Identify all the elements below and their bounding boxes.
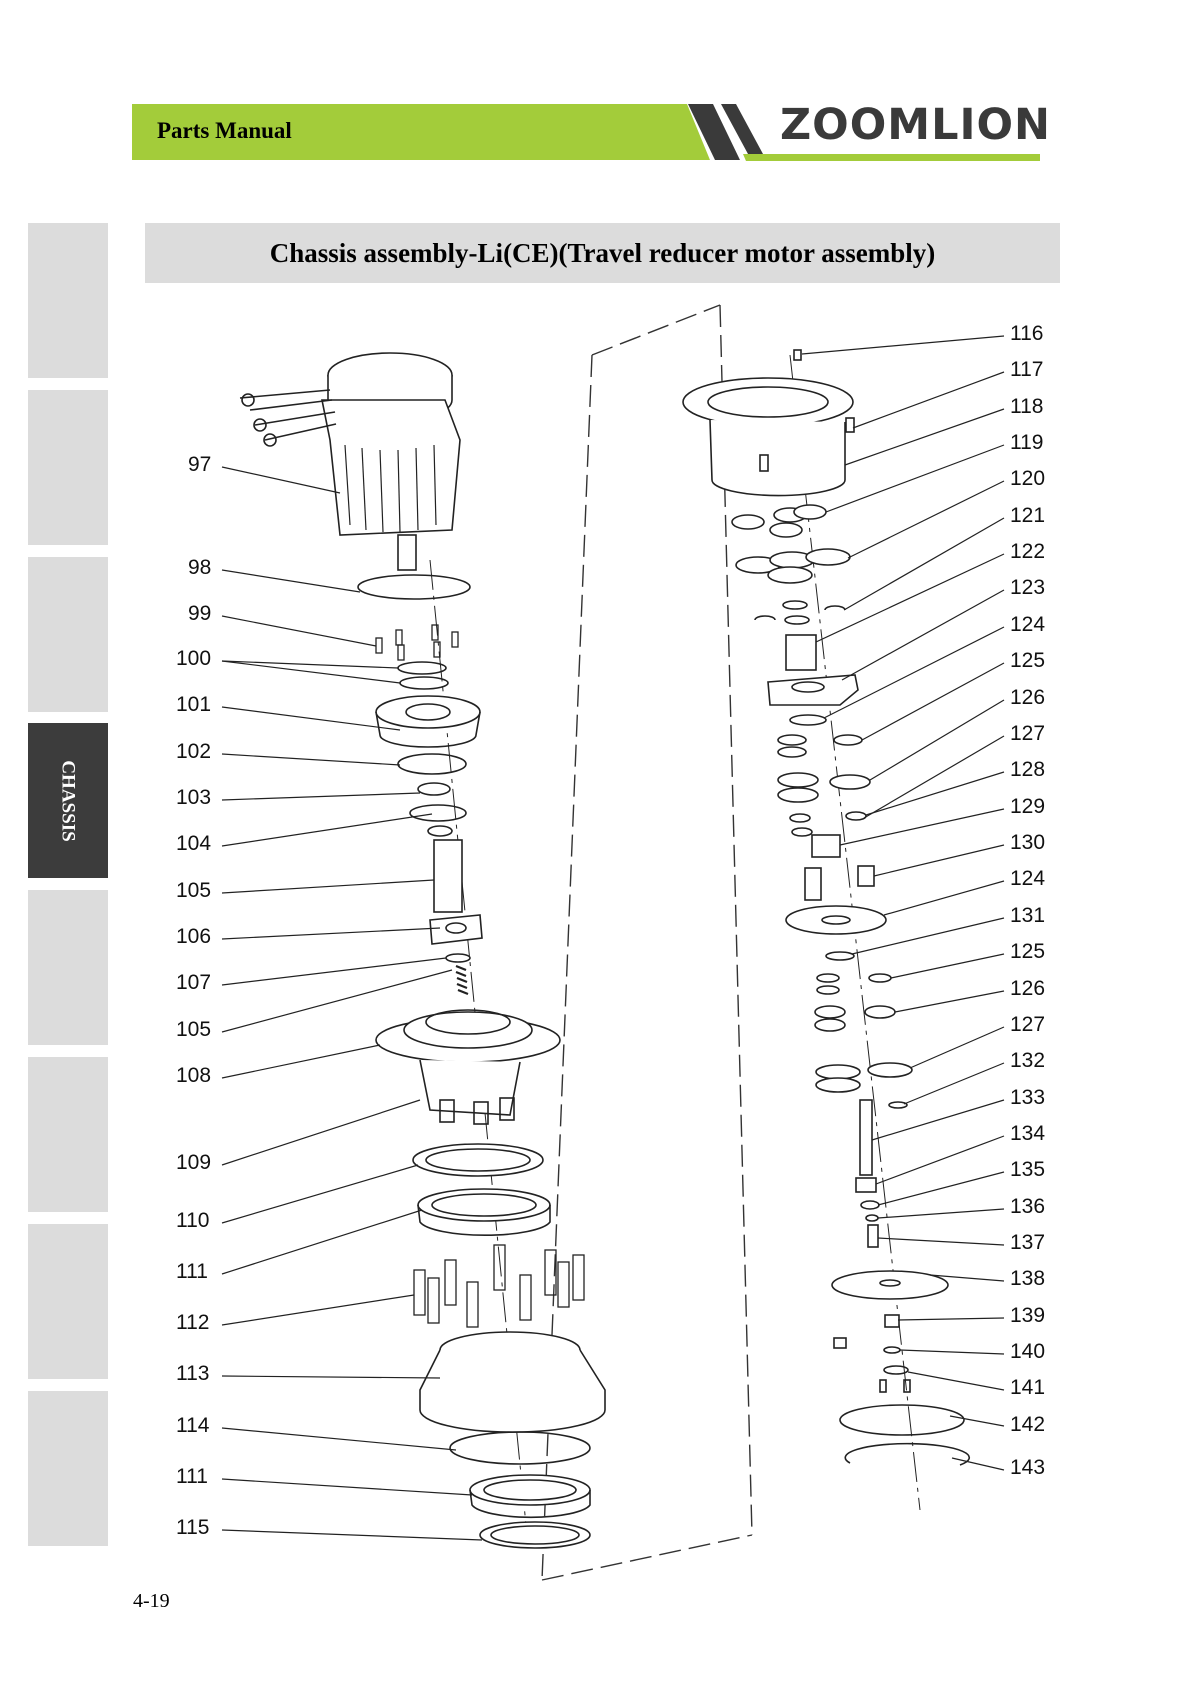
callout-105b: 105	[176, 1018, 212, 1041]
callout-135: 135	[1010, 1158, 1046, 1181]
callout-101: 101	[176, 693, 212, 716]
callout-105: 105	[176, 879, 212, 902]
callout-99: 99	[188, 602, 212, 625]
side-tab-3[interactable]	[28, 557, 108, 712]
callout-120: 120	[1010, 467, 1046, 490]
side-tab-6[interactable]	[28, 1057, 108, 1212]
callout-97: 97	[188, 453, 212, 476]
callout-103: 103	[176, 786, 212, 809]
callout-102: 102	[176, 740, 212, 763]
callout-142: 142	[1010, 1413, 1046, 1436]
callout-136: 136	[1010, 1195, 1046, 1218]
callout-126b: 126	[1010, 977, 1046, 1000]
page-number: 4-19	[133, 1590, 170, 1612]
callout-134: 134	[1010, 1122, 1046, 1145]
callout-137: 137	[1010, 1231, 1046, 1254]
callout-108: 108	[176, 1064, 212, 1087]
callout-100: 100	[176, 647, 212, 670]
callout-121: 121	[1010, 504, 1046, 527]
motor	[239, 352, 461, 571]
callout-111b: 111	[176, 1465, 208, 1488]
side-tab-2[interactable]	[28, 390, 108, 545]
callout-141: 141	[1010, 1376, 1046, 1399]
side-tab-7[interactable]	[28, 1224, 108, 1379]
callout-126: 126	[1010, 686, 1046, 709]
callout-132: 132	[1010, 1049, 1046, 1072]
logo-mark	[688, 104, 1040, 161]
callout-143: 143	[1010, 1456, 1046, 1479]
callout-140: 140	[1010, 1340, 1046, 1363]
callout-116: 116	[1010, 322, 1044, 345]
callout-127: 127	[1010, 722, 1046, 745]
callout-127b: 127	[1010, 1013, 1046, 1036]
callout-124b: 124	[1010, 867, 1046, 890]
callout-109: 109	[176, 1151, 212, 1174]
header-band	[132, 104, 710, 160]
header-title: Parts Manual	[157, 118, 292, 143]
side-tab-1[interactable]	[28, 223, 108, 378]
callout-131: 131	[1010, 904, 1046, 927]
callout-114: 114	[176, 1414, 210, 1437]
callout-130: 130	[1010, 831, 1046, 854]
callout-115: 115	[176, 1516, 210, 1539]
brand-logo: ZOOMLION	[780, 100, 1052, 150]
callout-110: 110	[176, 1209, 210, 1232]
callout-106: 106	[176, 925, 212, 948]
callout-125: 125	[1010, 649, 1046, 672]
side-tab-chassis[interactable]: CHASSIS	[28, 723, 108, 878]
side-tab-5[interactable]	[28, 890, 108, 1045]
callout-138: 138	[1010, 1267, 1046, 1290]
callout-118: 118	[1010, 395, 1044, 418]
callout-125b: 125	[1010, 940, 1046, 963]
callout-128: 128	[1010, 758, 1046, 781]
callout-129: 129	[1010, 795, 1046, 818]
diagram-title-bar: Chassis assembly-Li(CE)(Travel reducer m…	[145, 223, 1060, 283]
side-tab-8[interactable]	[28, 1391, 108, 1546]
diagram-title: Chassis assembly-Li(CE)(Travel reducer m…	[269, 237, 936, 268]
callout-117: 117	[1010, 358, 1044, 381]
callout-122: 122	[1010, 540, 1046, 563]
callout-123: 123	[1010, 576, 1046, 599]
callout-119: 119	[1010, 431, 1044, 454]
callout-107: 107	[176, 971, 212, 994]
callout-124: 124	[1010, 613, 1046, 636]
callout-139: 139	[1010, 1304, 1046, 1327]
callout-111: 111	[176, 1260, 208, 1283]
callout-133: 133	[1010, 1086, 1046, 1109]
callout-98: 98	[188, 556, 212, 579]
callout-113: 113	[176, 1362, 210, 1385]
callout-104: 104	[176, 832, 212, 855]
callout-112: 112	[176, 1311, 210, 1334]
